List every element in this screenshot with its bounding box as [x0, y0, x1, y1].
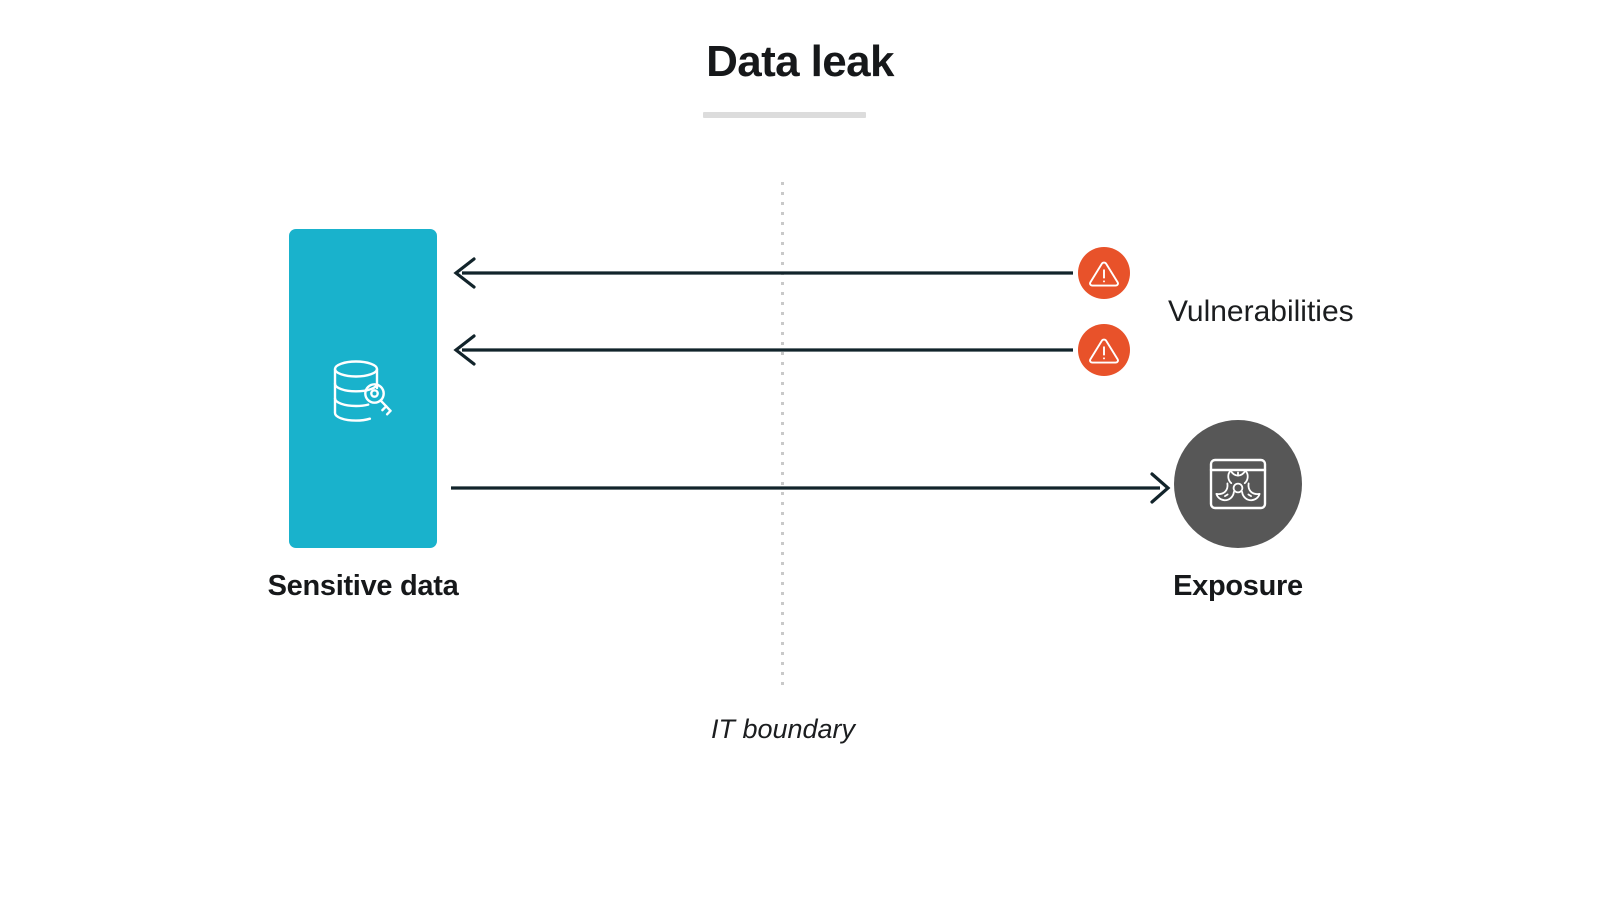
it-boundary-line: [781, 182, 784, 686]
sensitive-data-label: Sensitive data: [267, 570, 459, 602]
it-boundary-label: IT boundary: [710, 714, 856, 744]
flow-arrow-vulnerability-inbound-1: [453, 257, 1073, 289]
flow-arrow-vulnerability-inbound-2: [453, 334, 1073, 366]
database-key-icon: [333, 360, 392, 422]
page-title: Data leak: [706, 37, 894, 86]
vulnerabilities-label: Vulnerabilities: [1168, 295, 1354, 328]
warning-triangle-icon: [1089, 261, 1119, 287]
flow-arrow-data-outbound: [451, 472, 1171, 504]
exposure-label: Exposure: [1173, 570, 1303, 602]
title-underline-rule: [703, 112, 866, 118]
vulnerability-node-1[interactable]: [1078, 247, 1130, 299]
browser-biohazard-icon: [1209, 458, 1267, 510]
warning-triangle-icon: [1089, 338, 1119, 364]
sensitive-data-node[interactable]: [289, 229, 437, 548]
exposure-node[interactable]: [1174, 420, 1302, 548]
vulnerability-node-2[interactable]: [1078, 324, 1130, 376]
